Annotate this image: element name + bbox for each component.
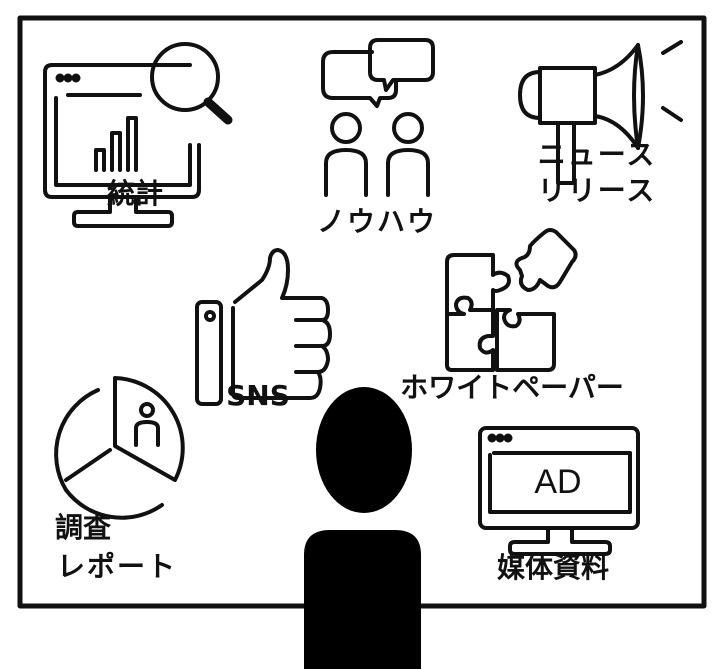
pie-chart-icon — [54, 376, 185, 520]
label-survey-line1: 調査 — [55, 511, 112, 544]
puzzle-icon — [445, 228, 578, 372]
ad-screen-text: AD — [534, 463, 582, 501]
label-press-release-line2: リリース — [537, 174, 657, 207]
statistics-monitor-icon — [43, 42, 233, 228]
label-sns: SNS — [226, 379, 290, 412]
label-statistics: 統計 — [106, 177, 164, 210]
label-knowhow: ノウハウ — [316, 205, 438, 238]
label-whitepaper: ホワイトペーパー — [400, 371, 624, 404]
label-press-release-line1: ニュース — [537, 138, 657, 171]
label-survey-line2: レポート — [57, 550, 178, 583]
megaphone-icon — [518, 40, 683, 185]
ad-monitor-icon — [478, 426, 640, 556]
knowhow-people-icon — [321, 38, 435, 197]
thumbs-up-icon — [195, 248, 332, 406]
label-media-kit: 媒体資料 — [496, 551, 610, 584]
person-silhouette — [304, 387, 421, 669]
